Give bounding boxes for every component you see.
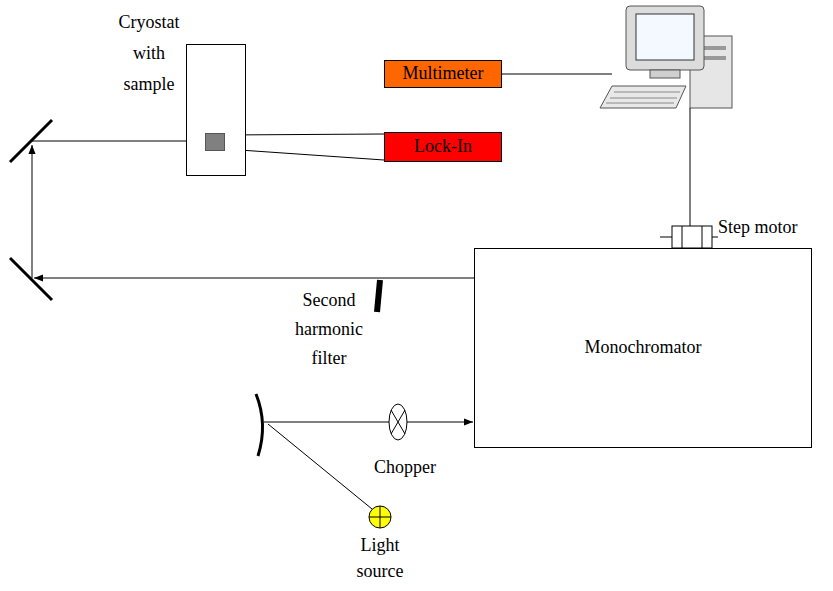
mirror — [10, 120, 52, 300]
sample — [205, 133, 225, 151]
node-text: Cryostat with sample — [115, 7, 183, 100]
node-text: Lock-In — [414, 137, 472, 157]
light-beam — [32, 141, 474, 509]
step-motor-symbol — [660, 226, 718, 248]
light-source-symbol — [369, 506, 391, 528]
wire — [502, 74, 612, 75]
filter-label: Second harmonic filter — [286, 286, 372, 373]
monochromator-box: Monochromator — [474, 248, 812, 448]
chopper-symbol — [389, 404, 407, 440]
node-text: Monochromator — [585, 338, 702, 358]
second-harmonic-filter — [377, 280, 380, 312]
cryostat-box: Cryostat with sample — [186, 44, 246, 176]
curved-mirror — [256, 394, 263, 456]
signal-connector — [225, 134, 384, 160]
lock-in-box: Lock-In — [384, 132, 502, 162]
node-text: Multimeter — [403, 64, 484, 84]
component-label: Step motor — [718, 216, 830, 238]
multimeter-box: Multimeter — [384, 60, 502, 88]
component-label: Light source — [345, 532, 415, 584]
computer-icon — [600, 6, 732, 108]
component-label: Chopper — [360, 456, 450, 478]
wire — [690, 108, 691, 226]
